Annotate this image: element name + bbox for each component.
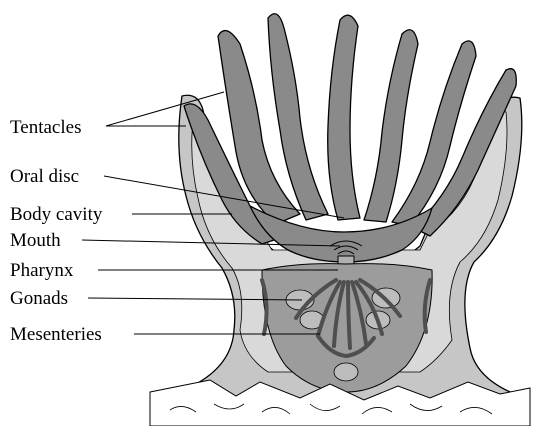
label-tentacles: Tentacles: [10, 117, 81, 138]
tentacle-3: [328, 15, 360, 220]
label-gonads: Gonads: [10, 288, 68, 309]
label-mouth: Mouth: [10, 230, 61, 251]
label-pharynx: Pharynx: [10, 260, 74, 281]
label-body-cavity: Body cavity: [10, 204, 103, 225]
label-mesenteries: Mesenteries: [10, 324, 102, 345]
labels: Tentacles Oral disc Body cavity Mouth Ph…: [10, 117, 103, 345]
label-oral-disc: Oral disc: [10, 166, 79, 187]
